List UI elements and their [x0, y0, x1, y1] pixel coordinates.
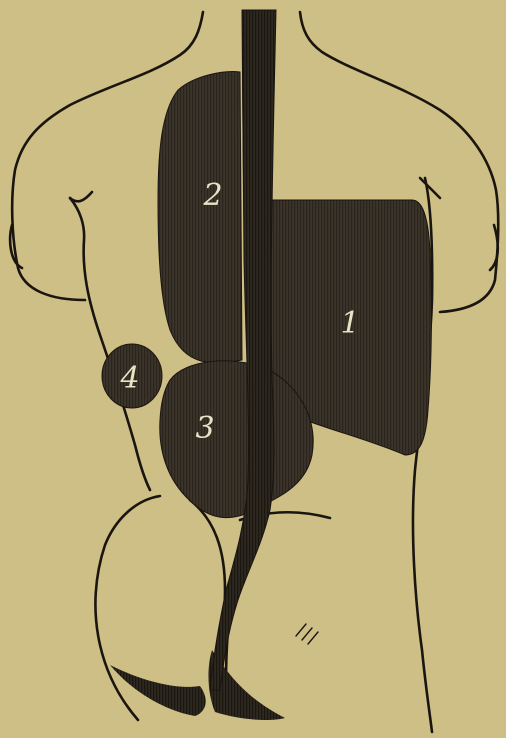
region-label-4: 4	[119, 361, 139, 396]
region-2-shape	[158, 72, 242, 363]
region-label-2: 2	[202, 178, 222, 213]
region-label-3: 3	[195, 411, 214, 446]
region-label-1: 1	[340, 306, 359, 341]
